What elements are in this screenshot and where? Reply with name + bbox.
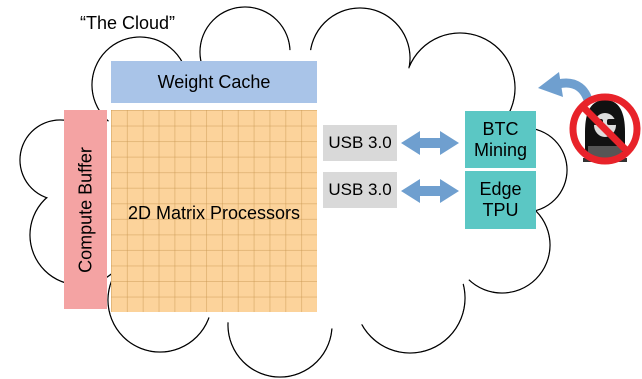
edge-tpu-label-line2: TPU [482,200,519,220]
matrix-processor-label: 2D Matrix Processors [127,203,301,223]
bidirectional-arrow-icon [401,179,459,203]
weight-cache-block: Weight Cache [111,61,317,103]
compute-buffer-block: Compute Buffer [64,110,107,309]
compute-buffer-label: Compute Buffer [75,146,95,273]
weight-cache-label: Weight Cache [157,71,271,92]
matrix-processor-grid: 2D Matrix Processors [111,110,317,312]
cloud-label: “The Cloud” [80,13,176,33]
usb-label: USB 3.0 [328,133,392,152]
btc-mining-label-line1: BTC [482,118,519,139]
usb-link-2: USB 3.0 [323,172,397,208]
usb-link-1: USB 3.0 [323,125,397,161]
edge-tpu-block: Edge TPU [465,171,536,229]
usb-label: USB 3.0 [328,180,392,199]
btc-mining-block: BTC Mining [465,111,536,168]
bidirectional-arrow-icon [401,131,459,155]
no-hacker-icon [569,93,641,165]
btc-mining-label-line2: Mining [473,139,528,160]
edge-tpu-label-line1: Edge [479,179,522,199]
